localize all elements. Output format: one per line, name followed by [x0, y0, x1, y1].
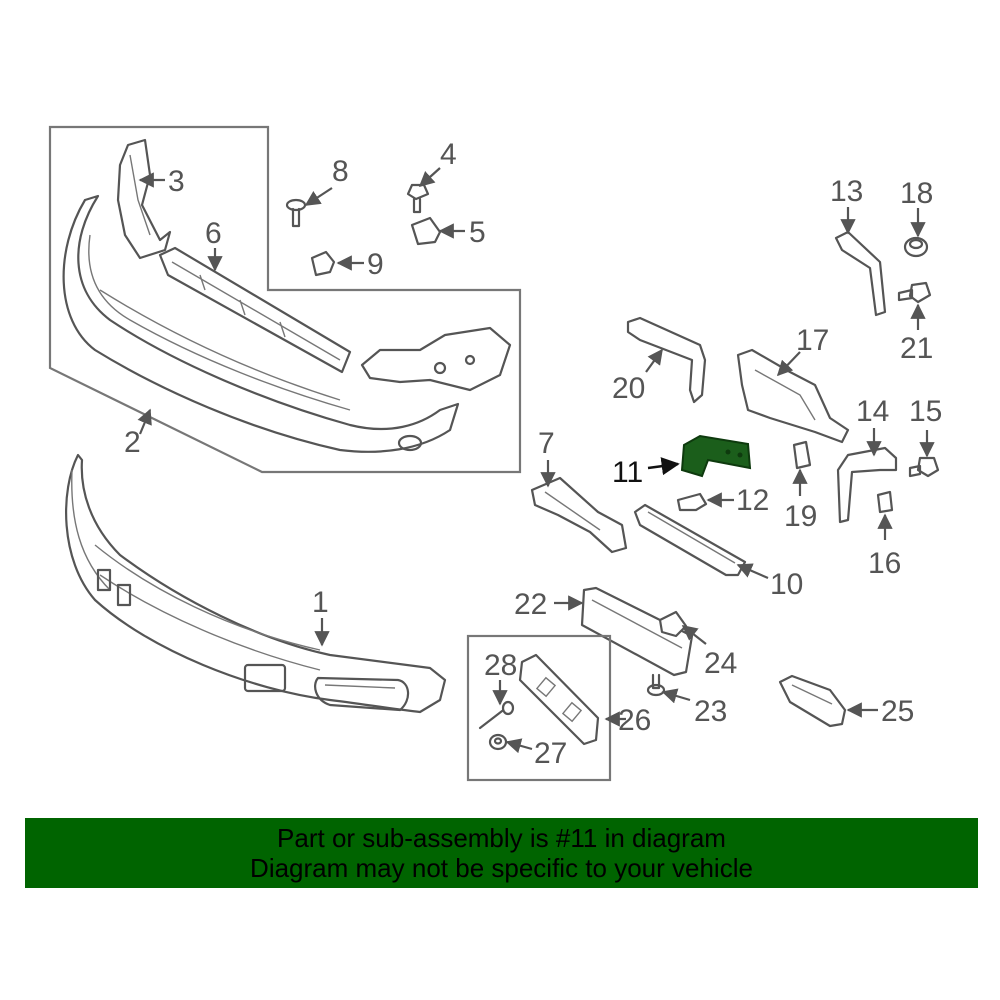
callout-17: 17 [796, 324, 829, 357]
callout-24: 24 [704, 647, 737, 680]
callout-25: 25 [881, 695, 914, 728]
callout-5: 5 [469, 216, 486, 249]
callout-6: 6 [205, 217, 222, 250]
part-28-screw [478, 700, 515, 730]
part-17-bracket [736, 348, 850, 444]
callout-21: 21 [900, 332, 933, 365]
part-20-bracket [626, 316, 707, 404]
callout-1: 1 [312, 586, 329, 619]
callout-11: 11 [612, 456, 643, 489]
part-6-grille-panel [158, 246, 352, 374]
part-11-bracket-highlighted [680, 434, 752, 478]
part-24-clip [658, 610, 688, 638]
callout-20: 20 [612, 372, 645, 405]
callout-14: 14 [856, 395, 889, 428]
part-7-bracket [530, 476, 628, 554]
callout-13: 13 [830, 175, 863, 208]
part-4-bolt [406, 183, 430, 214]
part-19-clip [792, 440, 812, 470]
callout-27: 27 [534, 737, 567, 770]
part-10-bracket [633, 503, 747, 577]
callout-7: 7 [538, 427, 555, 460]
callout-22: 22 [514, 588, 547, 621]
callout-10: 10 [770, 568, 803, 601]
part-1-bumper [65, 453, 447, 714]
part-22-bar [580, 586, 694, 677]
callout-12: 12 [736, 484, 769, 517]
part-16-clip [876, 490, 894, 514]
part-2-side-piece [360, 326, 512, 392]
callout-15: 15 [909, 395, 942, 428]
part-15-bolt [908, 456, 940, 478]
part-27-nut [488, 733, 508, 751]
part-26-plate-bracket [518, 653, 600, 746]
callout-19: 19 [784, 500, 817, 533]
subassembly-box-2 [48, 125, 522, 474]
callout-18: 18 [900, 177, 933, 210]
part-5-clip-nut [410, 216, 442, 246]
callout-26: 26 [618, 704, 651, 737]
callout-3: 3 [168, 165, 185, 198]
callout-4: 4 [440, 138, 457, 171]
callout-9: 9 [367, 248, 384, 281]
part-8-bolt [285, 198, 307, 228]
banner-line-2: Diagram may not be specific to your vehi… [250, 853, 753, 883]
part-13-strap [834, 230, 887, 317]
part-25-cover [778, 674, 847, 728]
banner-line-1: Part or sub-assembly is #11 in diagram [277, 823, 726, 853]
info-banner: Part or sub-assembly is #11 in diagram D… [25, 818, 978, 888]
part-18-grommet [903, 236, 929, 258]
callout-2: 2 [124, 426, 141, 459]
part-23-bolt [646, 673, 666, 697]
part-21-bolt [897, 281, 932, 304]
subassembly-box-26 [466, 634, 612, 782]
callout-23: 23 [694, 695, 727, 728]
part-9-clip [310, 250, 336, 277]
part-12-clip [676, 492, 708, 512]
part-2-upper-cover [62, 194, 460, 453]
callout-28: 28 [484, 649, 517, 682]
part-3-bracket [116, 138, 172, 260]
callout-8: 8 [332, 155, 349, 188]
callout-16: 16 [868, 547, 901, 580]
